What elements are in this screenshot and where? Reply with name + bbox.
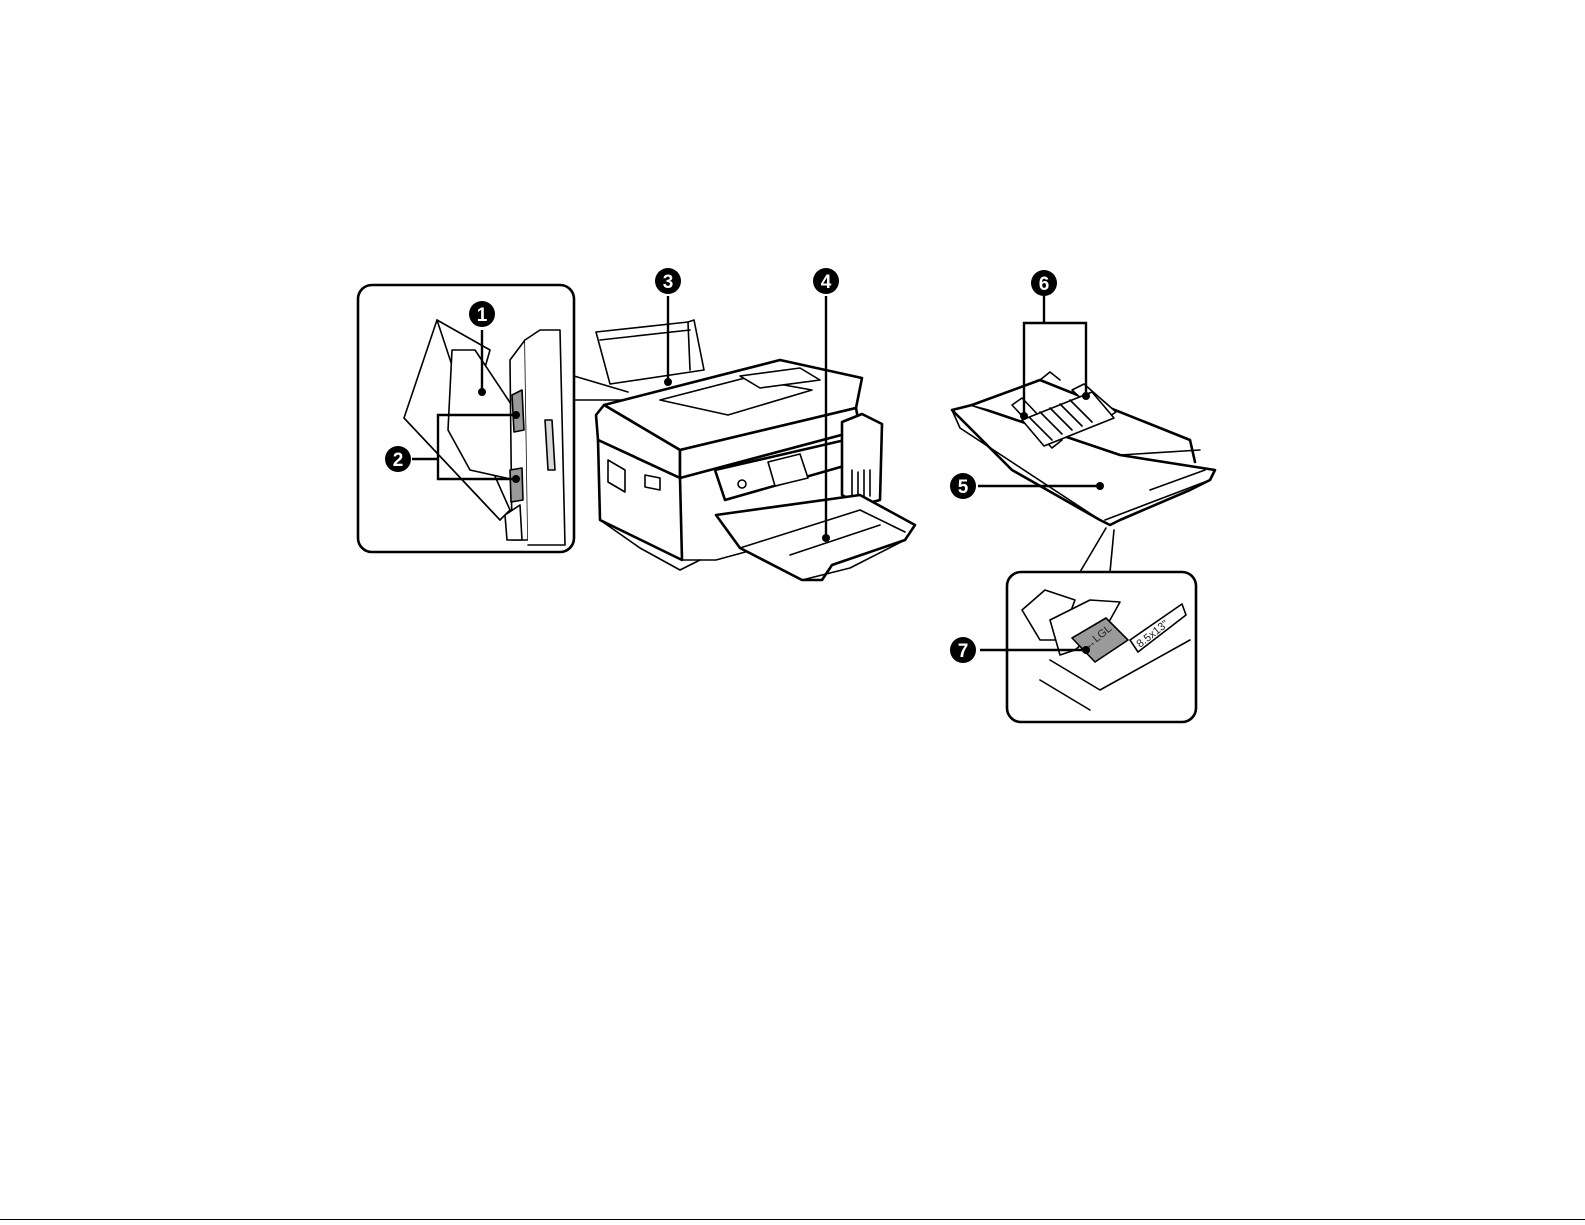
callout-5-label: 5 (958, 477, 969, 498)
rear-feed-detail-inset (358, 285, 628, 552)
callout-5: 5 (950, 473, 976, 499)
callout-4-label: 4 (821, 272, 832, 293)
callout-2-label: 2 (393, 450, 404, 471)
callout-1: 1 (469, 301, 495, 327)
output-tray (716, 495, 915, 580)
callout-6: 6 (1031, 270, 1057, 296)
callout-6-label: 6 (1039, 274, 1050, 295)
paper-cassette-illustration (952, 296, 1215, 572)
callout-3-label: 3 (663, 272, 674, 293)
printer-illustration (596, 296, 915, 580)
callout-2: 2 (385, 446, 411, 472)
tray-lock-detail-inset: ↔LGL 8.5x13" (980, 572, 1196, 722)
ink-tank (842, 414, 882, 505)
callout-7-label: 7 (958, 641, 969, 662)
page-bottom-rule (0, 1219, 1585, 1220)
callout-4: 4 (813, 268, 839, 294)
callout-3: 3 (655, 268, 681, 294)
callout-7: 7 (950, 637, 976, 663)
callout-1-label: 1 (477, 305, 488, 326)
